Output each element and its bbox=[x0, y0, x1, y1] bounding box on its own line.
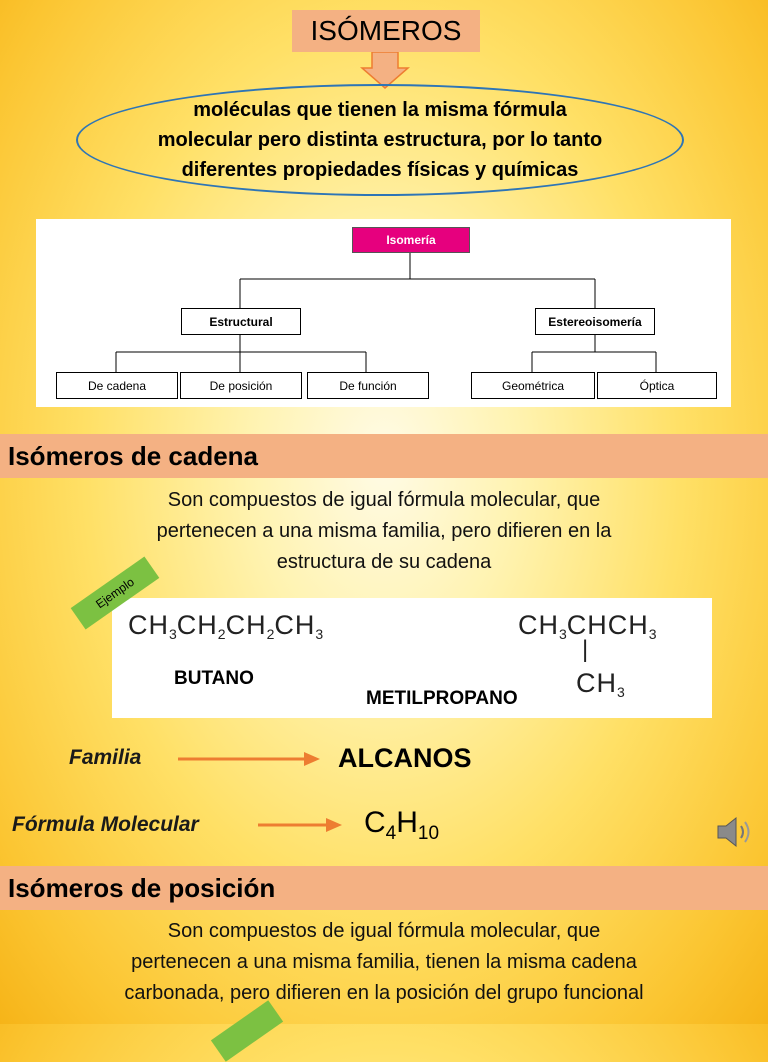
metilpropano-formula-top: CH3CHCH3 bbox=[518, 610, 657, 642]
section-heading-cadena: Isómeros de cadena bbox=[0, 434, 768, 478]
metilpropano-formula-bottom: CH3 bbox=[576, 668, 625, 700]
page-title: ISÓMEROS bbox=[292, 10, 480, 52]
tree-leaf-de-funcion: De función bbox=[307, 372, 429, 399]
butano-name: BUTANO bbox=[174, 668, 254, 689]
tree-leaf-optica: Óptica bbox=[597, 372, 717, 399]
cadena-desc-line-3: estructura de su cadena bbox=[276, 551, 492, 573]
tree-leaf-optica-label: Óptica bbox=[639, 378, 675, 393]
formula-molecular-value: C4H10 bbox=[364, 806, 440, 844]
butano-formula: CH3CH2CH2CH3 bbox=[128, 610, 324, 642]
familia-label: Familia bbox=[69, 746, 142, 769]
tree-node-estructural: Estructural bbox=[181, 308, 301, 335]
tree-root-isomeria: Isomería bbox=[352, 227, 470, 253]
example-formula-box: CH3CH2CH2CH3 BUTANO CH3CHCH3 | CH3 METIL… bbox=[112, 598, 712, 718]
tree-leaf-de-funcion-label: De función bbox=[339, 378, 397, 393]
formula-molecular-label: Fórmula Molecular bbox=[12, 813, 199, 836]
definition-line-2: molecular pero distinta estructura, por … bbox=[157, 129, 603, 151]
posicion-desc-line-1: Son compuestos de igual fórmula molecula… bbox=[167, 920, 601, 942]
posicion-desc-line-3: carbonada, pero difieren en la posición … bbox=[124, 982, 644, 1004]
familia-arrow-icon bbox=[178, 752, 320, 766]
posicion-desc-line-2: pertenecen a una misma familia, tienen l… bbox=[131, 951, 637, 973]
definition-line-3: diferentes propiedades físicas y química… bbox=[181, 159, 579, 181]
tree-root-label: Isomería bbox=[386, 233, 436, 247]
metilpropano-name: METILPROPANO bbox=[366, 688, 518, 709]
tree-leaf-de-posicion: De posición bbox=[180, 372, 302, 399]
isomeria-tree: Isomería Estructural Estereoisomería De … bbox=[36, 219, 731, 407]
section-heading-posicion-text: Isómeros de posición bbox=[8, 872, 276, 903]
familia-value: ALCANOS bbox=[338, 743, 472, 773]
formula-arrow-icon bbox=[258, 818, 342, 832]
tree-leaf-de-cadena-label: De cadena bbox=[87, 378, 147, 393]
metilpropano-branch-bond: | bbox=[582, 636, 590, 663]
down-arrow-icon bbox=[360, 52, 410, 89]
section-heading-cadena-text: Isómeros de cadena bbox=[8, 440, 258, 471]
tree-leaf-geometrica-label: Geométrica bbox=[501, 378, 565, 393]
definition-ellipse: moléculas que tienen la misma fórmula mo… bbox=[76, 84, 684, 196]
tree-node-estereoisomeria: Estereoisomería bbox=[535, 308, 655, 335]
tree-leaf-geometrica: Geométrica bbox=[471, 372, 595, 399]
section-description-cadena: Son compuestos de igual fórmula molecula… bbox=[40, 485, 728, 578]
definition-line-1: moléculas que tienen la misma fórmula bbox=[193, 99, 567, 121]
cadena-desc-line-2: pertenecen a una misma familia, pero dif… bbox=[156, 520, 612, 542]
tree-node-estructural-label: Estructural bbox=[209, 314, 273, 329]
tree-connectors bbox=[115, 252, 657, 372]
tree-node-estereoisomeria-label: Estereoisomería bbox=[548, 314, 642, 329]
example-badge-posicion bbox=[210, 1000, 284, 1062]
tree-leaf-de-cadena: De cadena bbox=[56, 372, 178, 399]
section-description-posicion: Son compuestos de igual fórmula molecula… bbox=[40, 916, 728, 1009]
speaker-icon[interactable] bbox=[714, 814, 756, 850]
section-heading-posicion: Isómeros de posición bbox=[0, 866, 768, 910]
cadena-desc-line-1: Son compuestos de igual fórmula molecula… bbox=[167, 489, 601, 511]
page-title-text: ISÓMEROS bbox=[310, 15, 462, 46]
tree-leaf-de-posicion-label: De posición bbox=[209, 378, 273, 393]
